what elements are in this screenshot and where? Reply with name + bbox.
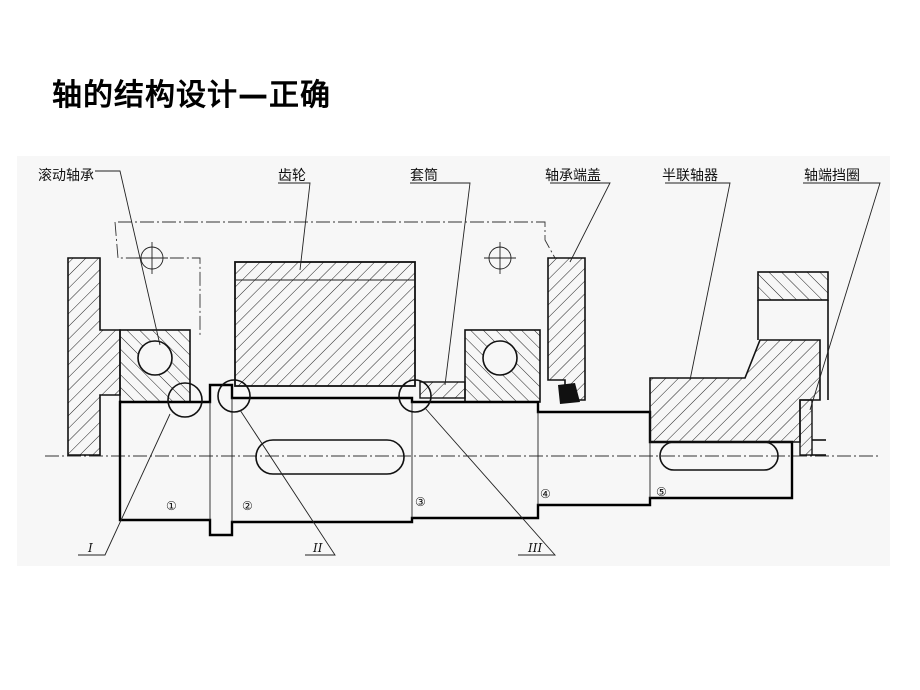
label-gear: 齿轮 <box>278 168 306 184</box>
section-5: ⑤ <box>656 485 667 499</box>
label-sleeve: 套筒 <box>410 167 438 184</box>
half-coupling <box>649 339 821 443</box>
detail-circle-2 <box>217 379 251 413</box>
left-bearing-cover <box>67 257 121 456</box>
left-bearing-ball <box>137 340 173 376</box>
section-3: ③ <box>415 495 426 509</box>
detail-circle-3 <box>398 379 432 413</box>
section-4: ④ <box>540 487 551 501</box>
right-bearing-ball <box>482 340 518 376</box>
gear-keyway <box>255 439 405 475</box>
detail-label-1: I <box>87 541 93 555</box>
section-2: ② <box>242 499 253 513</box>
section-1: ① <box>166 499 177 513</box>
detail-label-2: II <box>312 541 323 555</box>
page-title: 轴的结构设计—正确 <box>52 78 331 113</box>
detail-circle-1 <box>167 382 203 418</box>
label-end-ring: 轴端挡圈 <box>804 168 860 184</box>
coupling-flange <box>757 271 829 301</box>
shaft-end-ring <box>799 399 813 456</box>
detail-label-3: III <box>527 541 542 555</box>
label-half-coupling: 半联轴器 <box>662 168 718 184</box>
right-bearing-cover <box>547 257 586 401</box>
gear <box>234 261 416 387</box>
seal <box>558 383 580 404</box>
label-rolling-bearing: 滚动轴承 <box>38 167 94 184</box>
label-bearing-cover: 轴承端盖 <box>545 168 601 184</box>
